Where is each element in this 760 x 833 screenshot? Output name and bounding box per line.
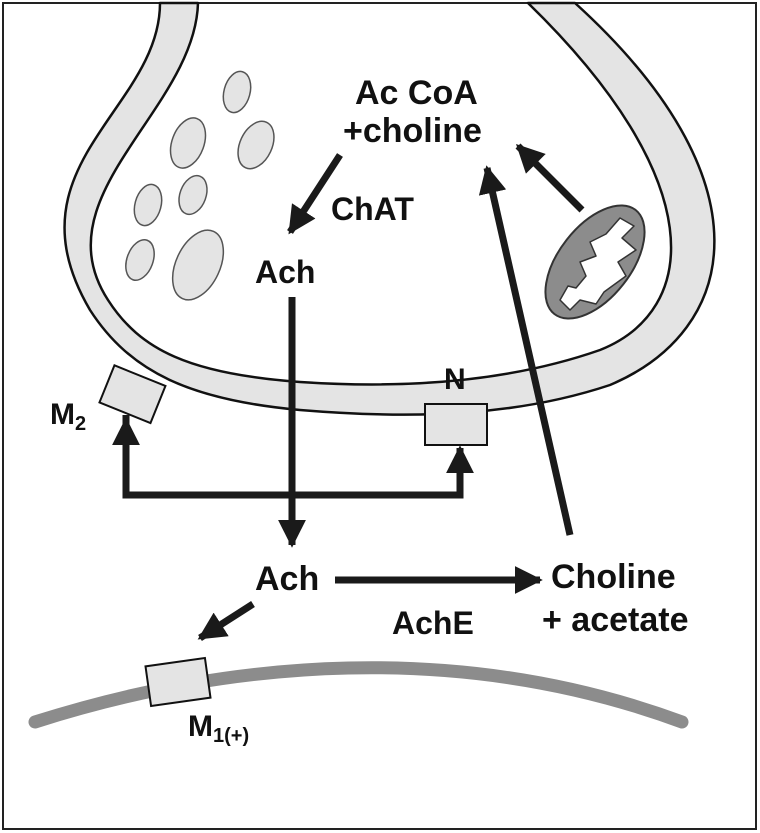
arrow-ach-to-m1: [197, 601, 255, 641]
m1-label: M1(+): [188, 710, 250, 747]
arrow-mito-to-accoa: [515, 143, 585, 213]
n-receptor-label: N: [444, 363, 466, 396]
postsynaptic-membrane: [28, 661, 689, 729]
n-receptor: [424, 403, 488, 446]
mitochondrion: [544, 204, 646, 320]
ache-label: AchE: [392, 605, 474, 641]
choline-bottom-label: Choline: [551, 558, 676, 596]
ach-cleft-label: Ach: [255, 560, 320, 598]
m2-label-main: M: [50, 398, 75, 431]
vesicle: [171, 229, 225, 301]
arrow-accoa-to-ach: [287, 153, 343, 235]
m1-label-sub: 1(+): [213, 725, 250, 747]
choline-top-label: +choline: [343, 112, 482, 150]
vesicle: [222, 70, 252, 114]
vesicle: [125, 239, 155, 281]
acetate-label: + acetate: [542, 601, 689, 639]
ach-top-label: Ach: [255, 254, 316, 290]
m2-receptor: [98, 364, 167, 425]
m1-receptor: [144, 656, 212, 708]
synaptic-vesicles: [125, 70, 275, 301]
chat-label: ChAT: [331, 191, 414, 227]
vesicle: [237, 120, 275, 170]
vesicle: [169, 117, 207, 169]
ac-coa-label: Ac CoA: [355, 74, 478, 112]
presynaptic-membrane: [63, 1, 716, 416]
m2-label: M2: [50, 398, 87, 435]
m2-label-sub: 2: [75, 413, 87, 435]
vesicle: [178, 174, 208, 216]
m1-label-main: M: [188, 710, 213, 743]
arrow-choline-reuptake: [478, 165, 574, 536]
vesicle: [133, 183, 163, 227]
